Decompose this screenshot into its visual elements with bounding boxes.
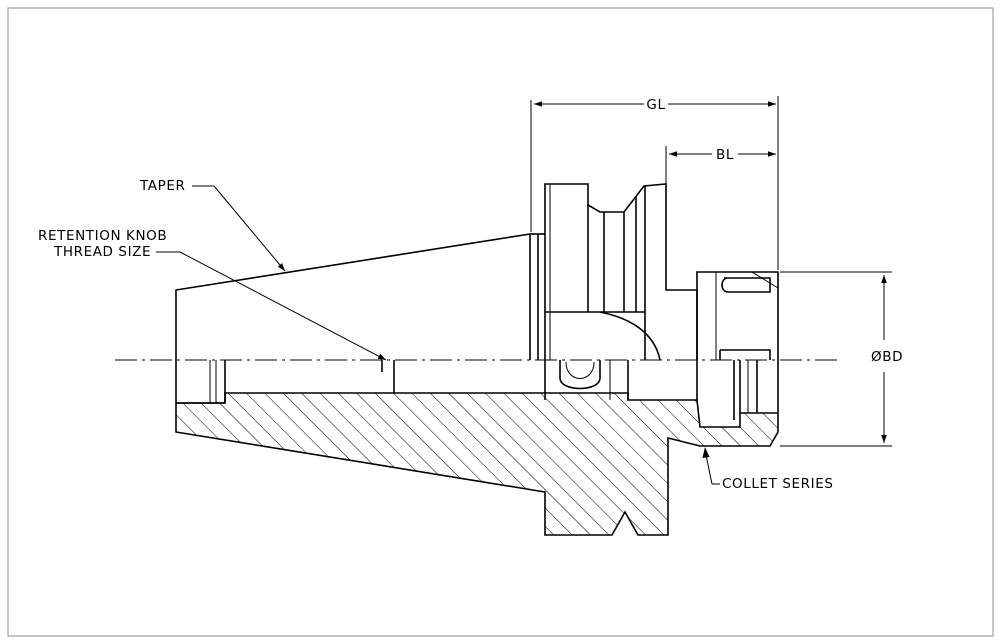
callout-retention-knob: RETENTION KNOB THREAD SIZE — [38, 228, 387, 361]
drawing-frame — [7, 7, 994, 637]
dimension-bl-label: BL — [716, 147, 734, 163]
dimension-bd: ØBD — [780, 271, 903, 447]
dimension-bl: BL — [665, 146, 776, 184]
lower-internal-outlines — [175, 349, 779, 420]
dimension-gl-label: GL — [646, 97, 665, 113]
callout-taper-label: TAPER — [139, 178, 185, 194]
dimension-gl: GL — [530, 96, 779, 270]
dimension-bd-label: ØBD — [871, 349, 903, 365]
callout-collet-series: COLLET SERIES — [702, 447, 834, 492]
callout-retention-line1: RETENTION KNOB — [38, 228, 167, 244]
upper-exterior-outline — [175, 183, 779, 361]
callout-retention-line2: THREAD SIZE — [53, 244, 151, 260]
section-hatched-half — [175, 392, 779, 536]
callout-collet-label: COLLET SERIES — [722, 476, 834, 492]
callout-taper: TAPER — [139, 178, 286, 272]
